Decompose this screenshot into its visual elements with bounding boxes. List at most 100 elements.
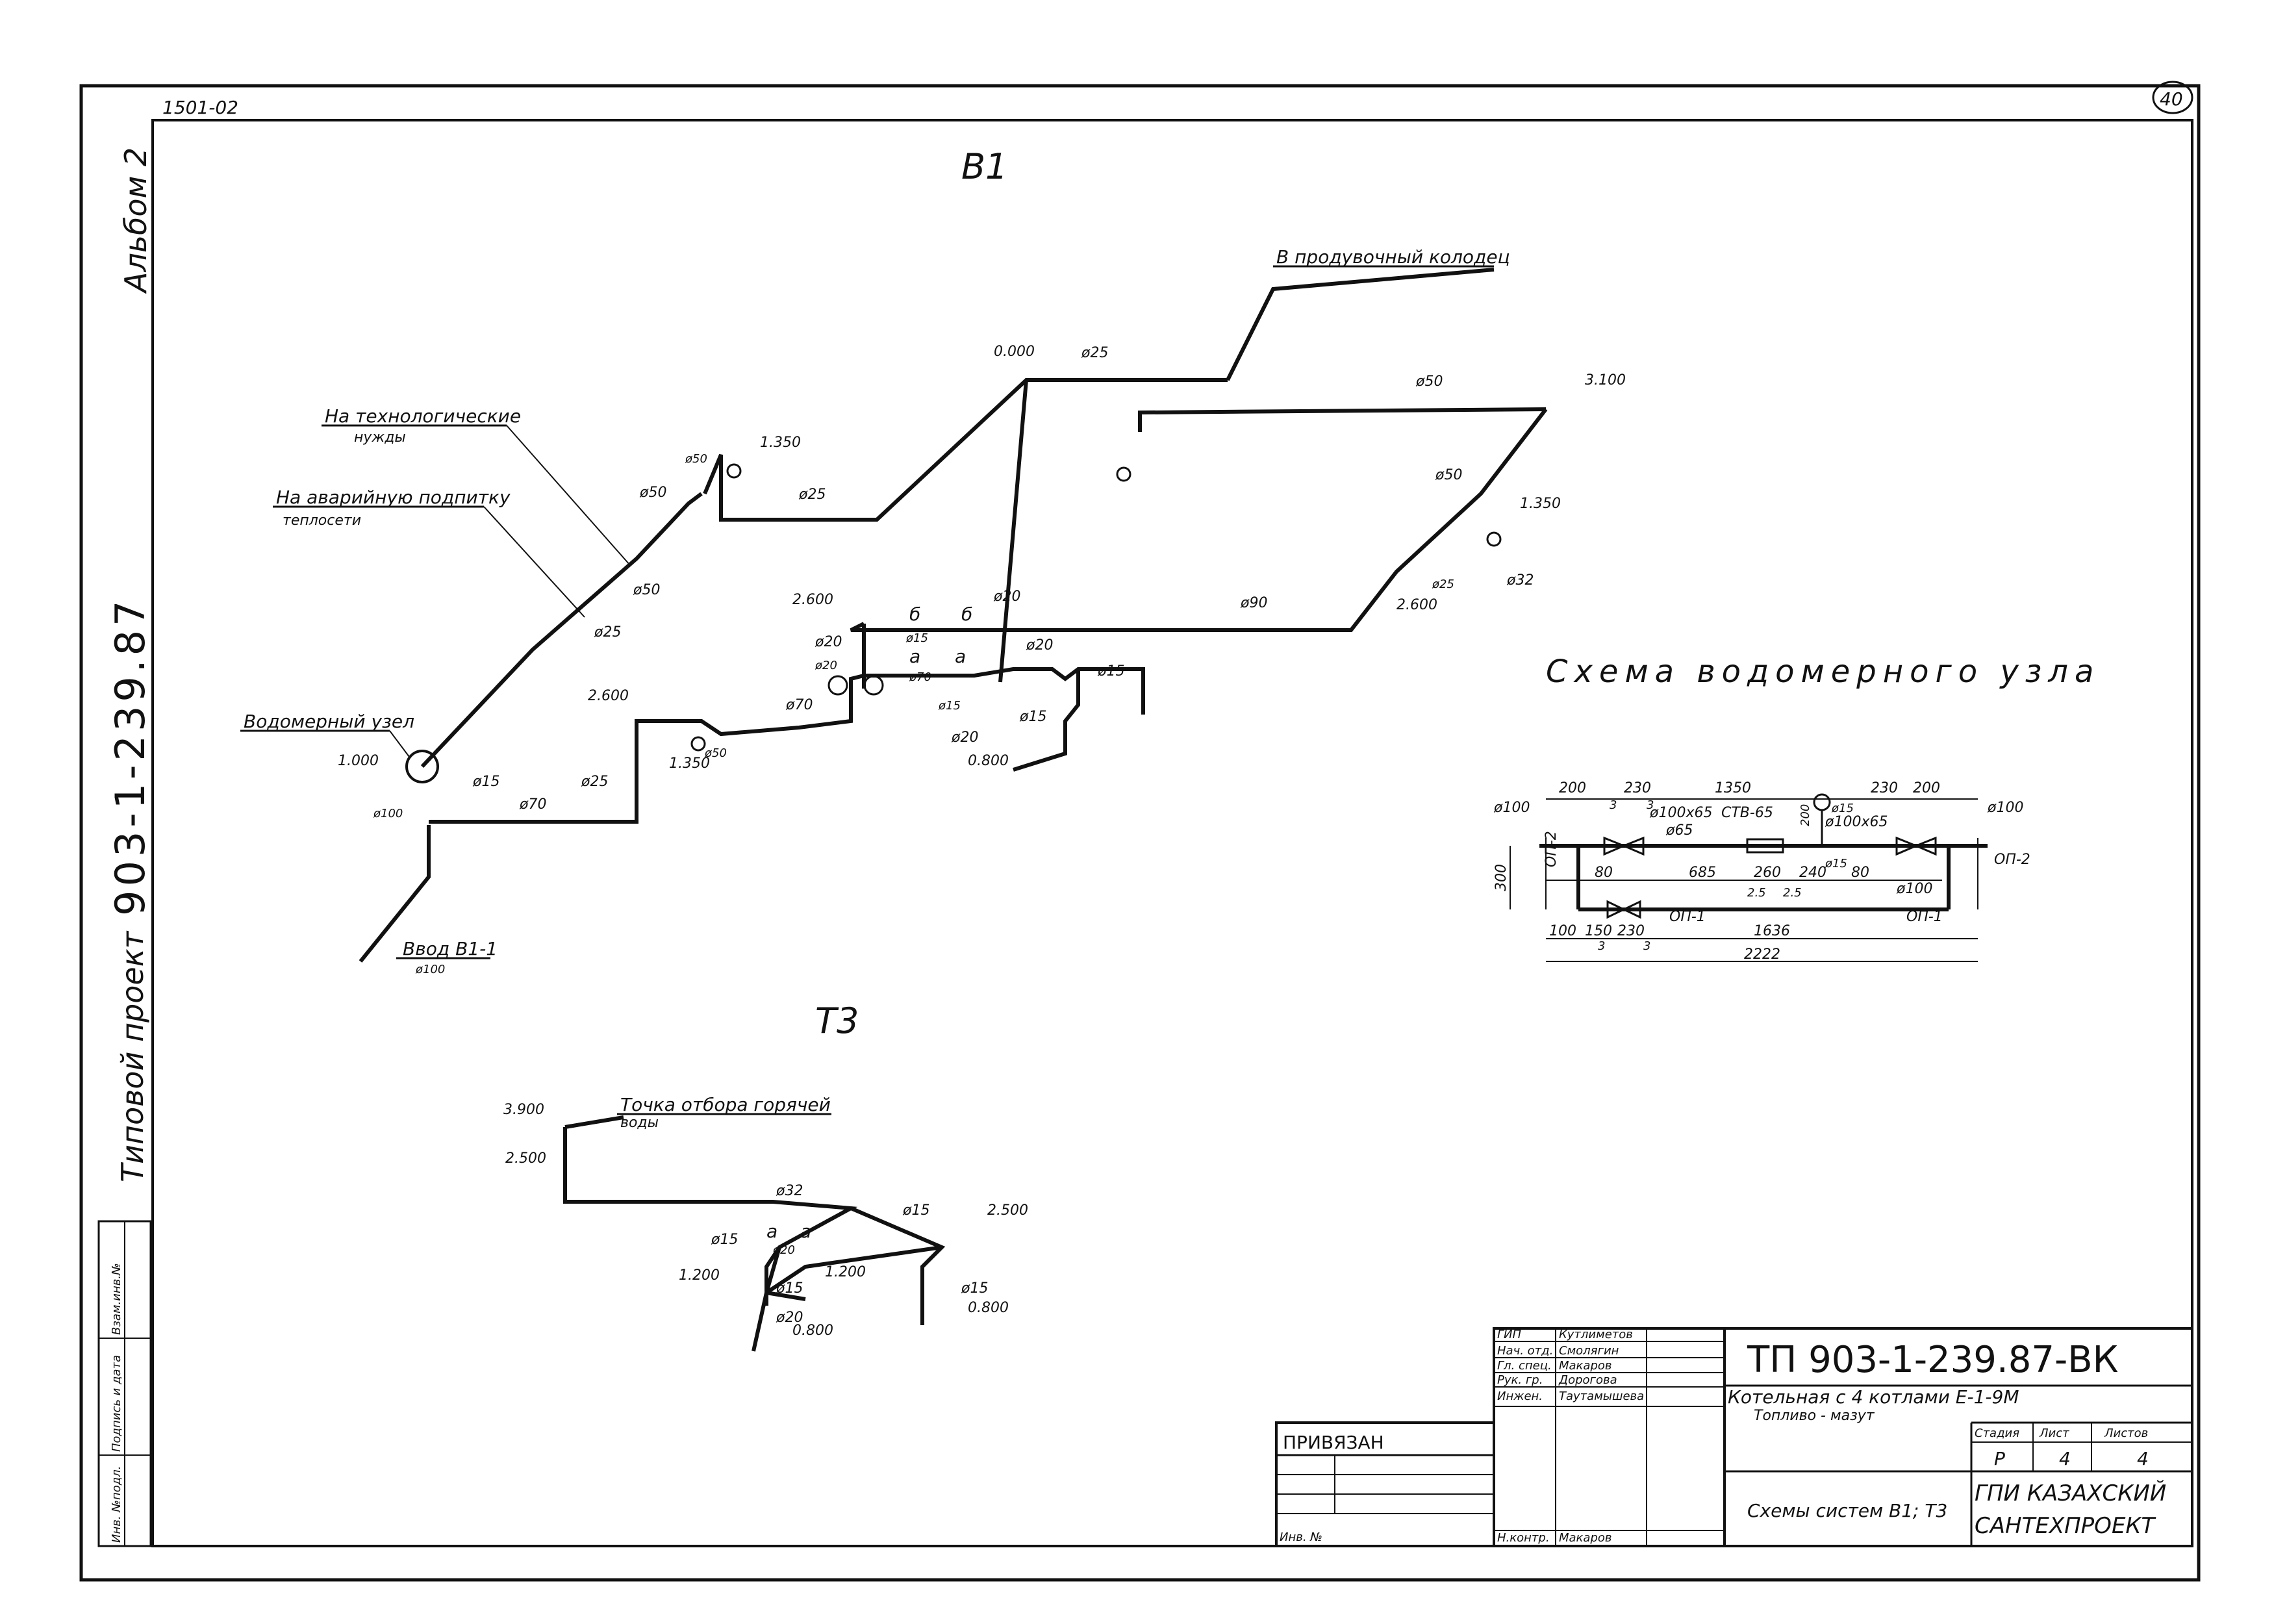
dia-19: ø15	[1019, 709, 1046, 725]
tb-sheet-title: Схемы систем В1; Т3	[1747, 1500, 1947, 1521]
mn-dim-bottom-2: 150	[1585, 923, 1612, 939]
title-block-text: ТП 903-1-239.87-ВК Котельная с 4 котлами…	[1280, 1328, 2166, 1545]
tb-bound: ПРИВЯЗАН	[1283, 1432, 1384, 1453]
t3-elev-6: 0.800	[792, 1323, 833, 1339]
mark-a-2: а	[955, 646, 966, 667]
mn-pipe-3: ø100	[1896, 881, 1932, 897]
tb-norm-name: Макаров	[1559, 1531, 1612, 1545]
dia-26: ø100	[373, 807, 403, 820]
dia-11: ø25	[1432, 577, 1454, 591]
elev-6: 2.600	[1396, 597, 1437, 613]
dia-23: ø25	[581, 774, 608, 790]
label-inlet-2: ø100	[415, 963, 445, 976]
dia-15: ø20	[815, 634, 842, 650]
meter-node-drawing	[1510, 793, 1988, 962]
dia-10: ø32	[1506, 572, 1534, 589]
tb-name-5: Таутамышева	[1559, 1389, 1644, 1403]
mn-dim-top-1: 200	[1559, 780, 1586, 796]
t3-dia-6: ø15	[961, 1280, 988, 1297]
dia-27: ø20	[815, 659, 837, 672]
meter-node-title: Схема водомерного узла	[1546, 653, 2100, 690]
t3-mark-1: а	[766, 1221, 777, 1242]
left-stamp-cell-1: Инв. №подл.	[110, 1466, 123, 1543]
tb-designation: ТП 903-1-239.87-ВК	[1747, 1339, 2118, 1381]
dia-13: ø20	[1026, 637, 1053, 653]
left-stamp-cell-2: Подпись и дата	[110, 1355, 123, 1452]
mn-small-1: 3	[1610, 798, 1617, 812]
label-emergency-2: теплосети	[283, 513, 361, 529]
mn-dim-bottom-1: 100	[1549, 923, 1576, 939]
scheme-t3-title: Т3	[815, 1000, 859, 1041]
dia-14: ø15	[905, 631, 928, 645]
dia-7: ø25	[594, 624, 621, 641]
side-project-number: 903-1-239.87	[107, 597, 154, 916]
t3-elev-5: 1.200	[825, 1264, 866, 1280]
left-stamp: Инв. №подл. Подпись и дата Взам.инв.№	[97, 1220, 152, 1547]
label-hot-water-1: Точка отбора горячей	[620, 1094, 831, 1115]
label-blowdown-well: В продувочный колодец	[1276, 246, 1510, 268]
t3-mark-2: а	[800, 1221, 811, 1242]
elev-1: 0.000	[994, 344, 1035, 360]
mn-small-4: 3	[1643, 939, 1650, 953]
mn-pipe-1: ø100	[1493, 800, 1530, 816]
elev-7: 2.600	[588, 688, 629, 704]
tb-name-1: Кутлиметов	[1559, 1328, 1633, 1341]
mn-dim-top-4: 230	[1871, 780, 1898, 796]
tb-org-1: ГПИ КАЗАХСКИЙ	[1975, 1480, 2166, 1506]
tb-norm-role: Н.контр.	[1497, 1531, 1550, 1545]
t3-dia-2: ø15	[902, 1202, 929, 1219]
mn-dim-bottom-5: 2222	[1744, 946, 1780, 963]
mn-small-5: 200	[1799, 804, 1812, 826]
mn-fitting-2: СТВ-65	[1721, 805, 1773, 821]
label-meter-node: Водомерный узел	[244, 711, 414, 732]
tb-sheet: 4	[2059, 1448, 2071, 1469]
t3-dia-4: ø20	[772, 1243, 795, 1257]
tb-sheets-header: Листов	[2104, 1427, 2148, 1440]
mn-fitting-3: ø65	[1665, 822, 1693, 839]
meter-node-labels: 200 230 1350 230 200 ø100x65 СТВ-65 ø65 …	[1493, 780, 2030, 963]
tb-role-3: Гл. спец.	[1497, 1359, 1552, 1373]
mn-dim-mid2-1: 2.5	[1747, 886, 1766, 900]
dia-18: ø15	[938, 699, 961, 713]
scheme-b1-title: В1	[961, 146, 1007, 187]
tb-object-1: Котельная с 4 котлами Е-1-9М	[1728, 1386, 2019, 1408]
sheet-frame	[79, 84, 2201, 1582]
dia-21: ø70	[785, 697, 813, 713]
dia-5: ø50	[639, 485, 666, 501]
t3-elev-1: 3.900	[503, 1102, 544, 1118]
mn-dim-bottom-3: 230	[1617, 923, 1645, 939]
dia-17: ø15	[1097, 663, 1124, 679]
dia-6: ø50	[1435, 467, 1462, 483]
tb-role-2: Нач. отд.	[1497, 1344, 1553, 1358]
mn-dim-top-3: 1350	[1715, 780, 1751, 796]
label-tech-needs-2: нужды	[354, 429, 406, 446]
t3-elev-7: 0.800	[968, 1300, 1009, 1316]
elev-5: 2.600	[792, 592, 833, 608]
tb-stage-header: Стадия	[1975, 1427, 2019, 1440]
mark-a-1: а	[909, 646, 920, 667]
sheet-number: 40	[2160, 88, 2183, 110]
label-inlet-1: Ввод В1-1	[403, 938, 498, 959]
t3-dia-5: ø15	[776, 1280, 803, 1297]
mn-dim-mid-4: 240	[1799, 865, 1826, 881]
mn-dim-mid-5: 80	[1851, 865, 1869, 881]
dia-3: ø50	[685, 452, 707, 466]
mn-fitting-5: ø100x65	[1825, 814, 1888, 830]
label-emergency-1: На аварийную подпитку	[276, 487, 511, 508]
t3-elev-4: 1.200	[679, 1267, 720, 1284]
dia-1: ø25	[1081, 345, 1108, 361]
tb-sheets: 4	[2137, 1448, 2149, 1469]
mn-height: 300	[1493, 864, 1510, 891]
tb-org-2: САНТЕХПРОЕКТ	[1975, 1513, 2156, 1539]
mn-support-3: ОП-1	[1669, 909, 1706, 925]
side-album: Альбом 2	[118, 147, 153, 294]
title-block	[1275, 1327, 2193, 1547]
tb-inv-no: Инв. №	[1280, 1530, 1322, 1544]
tb-name-4: Дорогова	[1558, 1373, 1617, 1387]
t3-dia-1: ø32	[776, 1183, 803, 1199]
tb-role-1: ГИП	[1497, 1328, 1521, 1341]
label-hot-water-2: воды	[620, 1115, 659, 1131]
tb-role-4: Рук. гр.	[1497, 1373, 1543, 1387]
dia-8: ø50	[633, 582, 660, 598]
tb-name-3: Макаров	[1559, 1359, 1612, 1373]
